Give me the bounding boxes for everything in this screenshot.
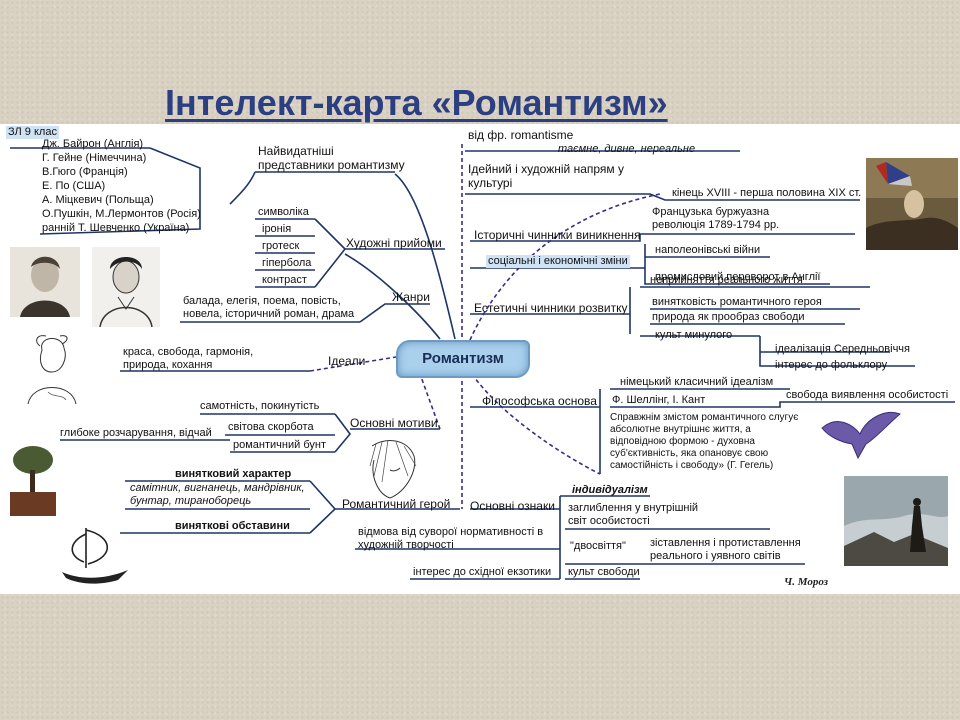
mind-map: ЗЛ 9 клас Романтизм Найвидатніші предста… (0, 124, 960, 594)
hero-item: винятковий характер (175, 468, 292, 480)
device-item: символіка (258, 206, 309, 218)
sailboat-illustration (62, 528, 128, 584)
historical-item: Французька буржуазна революція 1789-1794… (652, 206, 780, 231)
romantic-hero-sketch-illustration (369, 439, 417, 499)
historical-label: Історичні чинники виникнення (474, 228, 641, 242)
representative-item: А. Міцкевич (Польща) (42, 194, 154, 206)
device-item: гіпербола (262, 257, 312, 269)
feature-rejection: відмова від суворої нормативності в худо… (358, 526, 544, 551)
device-item: іронія (262, 223, 292, 235)
pushkin-sketch-illustration (27, 335, 77, 405)
aesthetic-item: культ минулого (655, 329, 733, 341)
hero-item: виняткові обставини (175, 520, 290, 532)
representative-item: ранній Т. Шевченко (Україна) (42, 222, 190, 234)
philosophy-item: свобода виявлення особистості (786, 389, 949, 401)
class-label: ЗЛ 9 клас (6, 126, 59, 139)
tree-illustration (10, 446, 56, 516)
device-item: контраст (262, 274, 307, 286)
feature-duality: "двосвіття" (570, 540, 626, 552)
hero-item: самітник, вигнанець, мандрівник, бунтар,… (130, 482, 305, 507)
central-node-label: Романтизм (422, 350, 504, 367)
liberty-painting-illustration (866, 158, 958, 250)
aesthetic-label: Естетичні чинники розвитку (474, 301, 628, 315)
aesthetic-past-item: інтерес до фольклору (775, 359, 888, 371)
central-node: Романтизм (396, 340, 530, 378)
philosophy-label: Філософська основа (482, 394, 597, 408)
motif-item: романтичний бунт (233, 439, 326, 451)
representative-item: Е. По (США) (42, 180, 106, 192)
motif-item: світова скорбота (228, 421, 314, 433)
period: кінець XVIII - перша половина XIX ст. (672, 187, 862, 199)
motifs-label: Основні мотиви (350, 416, 438, 430)
aesthetic-past-item: ідеалізація Середньовіччя (775, 343, 910, 355)
feature-individualism: індивідуалізм (572, 484, 648, 496)
author-signature: Ч. Мороз (784, 576, 828, 588)
feature-individualism-desc: заглиблення у внутрішній світ особистост… (568, 502, 699, 527)
historical-item: промисловий переворот в Англії (655, 271, 821, 283)
page-title: Інтелект-карта «Романтизм» (165, 82, 668, 123)
origin-label: від фр. romantisme (468, 128, 574, 142)
representative-item: В.Гюго (Франція) (42, 166, 128, 178)
philosophy-item: Ф. Шеллінг, І. Кант (612, 394, 706, 406)
motif-item: глибоке розчарування, відчай (60, 427, 212, 439)
wanderer-painting-illustration (844, 476, 948, 566)
aesthetic-item: неприйняття реального життя (650, 274, 803, 286)
ideals-items: краса, свобода, гармонія, природа, кохан… (123, 346, 254, 371)
portrait-illustration (10, 247, 80, 317)
feature-exotic: інтерес до східної екзотики (413, 566, 552, 578)
philosophy-quote: Справжнім змістом романтичного слугує аб… (610, 412, 799, 471)
aesthetic-item: природа як прообраз свободи (652, 311, 805, 323)
devices-label: Художні прийоми (346, 236, 442, 250)
genres-label: Жанри (392, 290, 430, 304)
aesthetic-item: винятковість романтичного героя (652, 296, 822, 308)
philosophy-item: німецький класичний ідеалізм (620, 376, 774, 388)
mind-map-connectors (10, 144, 955, 580)
features-label: Основні ознаки (470, 499, 555, 513)
definition: Ідейний і художній напрям у культурі (468, 162, 624, 190)
representative-item: Г. Гейне (Німеччина) (42, 152, 147, 164)
genres-items: балада, елегія, поема, повість, новела, … (183, 295, 355, 320)
representative-item: Дж. Байрон (Англія) (42, 138, 144, 150)
hero-label: Романтичний герой (342, 497, 451, 511)
motif-item: самотність, покинутість (200, 400, 320, 412)
feature-freedom: культ свободи (568, 566, 640, 578)
origin-meaning: таємне, дивне, нереальне (558, 143, 696, 155)
historical-item: наполеонівські війни (655, 244, 761, 256)
representative-item: О.Пушкін, М.Лермонтов (Росія) (42, 208, 201, 220)
representatives-label: Найвидатніші представники романтизму (258, 144, 405, 172)
ideals-label: Ідеали (328, 354, 366, 368)
historical-social: соціальні і економічні зміни (486, 255, 630, 268)
eagle-illustration (821, 412, 901, 460)
device-item: гротеск (262, 240, 300, 252)
byron-portrait-illustration (92, 247, 160, 327)
feature-duality-desc: зіставлення і протиставлення реального і… (650, 537, 801, 562)
